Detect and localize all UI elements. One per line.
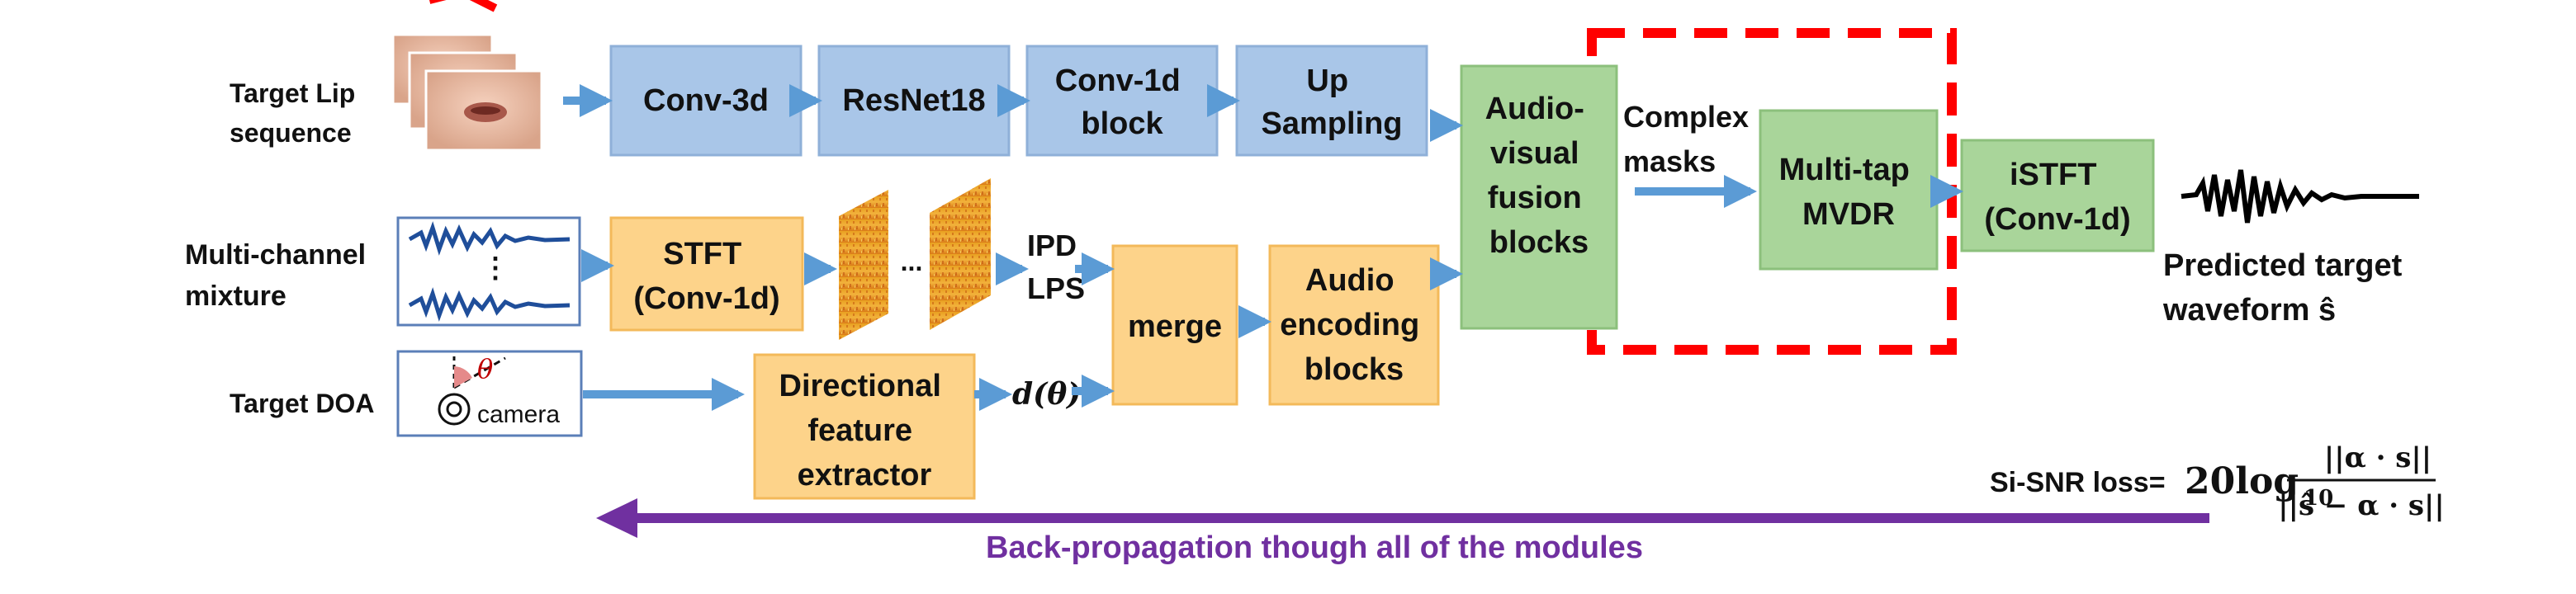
lip-label-line2: sequence xyxy=(230,118,352,148)
mixture-label-line2: mixture xyxy=(185,280,286,312)
theta-symbol: θ xyxy=(477,353,493,384)
loss-denominator: ||ŝ − α · s|| xyxy=(2278,489,2445,522)
doa-camera-icon: θ camera xyxy=(396,350,583,437)
d-theta-label: d(θ) xyxy=(1012,377,1081,412)
audio-encoding-box: Audio encoding blocks xyxy=(1268,244,1440,406)
spectrogram-icons: ... xyxy=(839,178,991,340)
svg-text:iSTFT (Conv-1d): iSTFT (Conv-1d) xyxy=(1984,158,2130,237)
flow-arrows xyxy=(563,84,1963,411)
lip-sequence-images xyxy=(391,33,543,152)
predicted-waveform-label: Predicted target waveform ŝ xyxy=(2162,248,2411,328)
loss-prefix: Si-SNR loss= xyxy=(1990,467,2166,498)
ipd-lps-labels: IPD LPS xyxy=(1027,229,1085,305)
svg-text:Conv-3d: Conv-3d xyxy=(643,83,769,118)
svg-text:Multi-tap MVDR: Multi-tap MVDR xyxy=(1779,153,1919,232)
complex-masks-label: Complex masks xyxy=(1623,100,1757,178)
pointer-arrow-icon xyxy=(429,0,498,12)
loss-formula: Si-SNR loss= 20log 10 ||α · s|| ||ŝ − α … xyxy=(1990,441,2445,522)
lip-label: Target Lip sequence xyxy=(230,78,362,148)
ipd-label: IPD xyxy=(1027,229,1077,262)
svg-text:Audio encoding blo: Audio encoding blocks xyxy=(1280,263,1428,387)
resnet18-box: ResNet18 xyxy=(817,45,1011,157)
merge-box: merge xyxy=(1111,244,1238,406)
lip-label-line1: Target Lip xyxy=(230,78,355,108)
loss-sub: 10 xyxy=(2304,486,2333,511)
directional-feature-box: Directional feature extractor xyxy=(753,353,976,500)
spectrogram-ellipsis: ... xyxy=(901,247,923,276)
mixture-dots: ⋮ xyxy=(481,252,509,284)
svg-text:ResNet18: ResNet18 xyxy=(842,83,985,118)
svg-text:Audio- visual fusi: Audio- visual fusion blocks xyxy=(1485,92,1593,260)
svg-text:Conv-1d block: Conv-1d block xyxy=(1055,64,1190,141)
mixture-waveform-icon: ⋮ xyxy=(396,216,581,327)
conv3d-box: Conv-3d xyxy=(609,45,803,157)
svg-text:Directional feature: Directional feature extractor xyxy=(779,369,950,493)
backprop-label: Back-propagation though all of the modul… xyxy=(986,530,1643,565)
backprop-arrow xyxy=(596,498,2209,538)
av-fusion-box: Audio- visual fusion blocks xyxy=(1460,64,1618,330)
lps-label: LPS xyxy=(1027,271,1085,305)
mixture-label-line1: Multi-channel xyxy=(185,239,366,271)
svg-text:STFT (Conv-1d): STFT (Conv-1d) xyxy=(633,237,779,316)
upsampling-box: Up Sampling xyxy=(1235,45,1428,157)
stft-box: STFT (Conv-1d) xyxy=(609,216,804,332)
svg-text:merge: merge xyxy=(1128,309,1222,344)
loss-numerator: ||α · s|| xyxy=(2324,441,2432,474)
loss-coef: 20log xyxy=(2185,460,2299,502)
mixture-label: Multi-channel mixture xyxy=(185,239,374,312)
istft-box: iSTFT (Conv-1d) xyxy=(1960,139,2155,252)
mvdr-box: Multi-tap MVDR xyxy=(1759,109,1939,271)
conv1d-block-box: Conv-1d block xyxy=(1025,45,1219,157)
doa-label: Target DOA xyxy=(230,389,374,418)
camera-text: camera xyxy=(477,401,560,428)
output-waveform-icon xyxy=(2181,169,2419,224)
svg-text:Up Sampling: Up Sampling xyxy=(1261,64,1402,141)
